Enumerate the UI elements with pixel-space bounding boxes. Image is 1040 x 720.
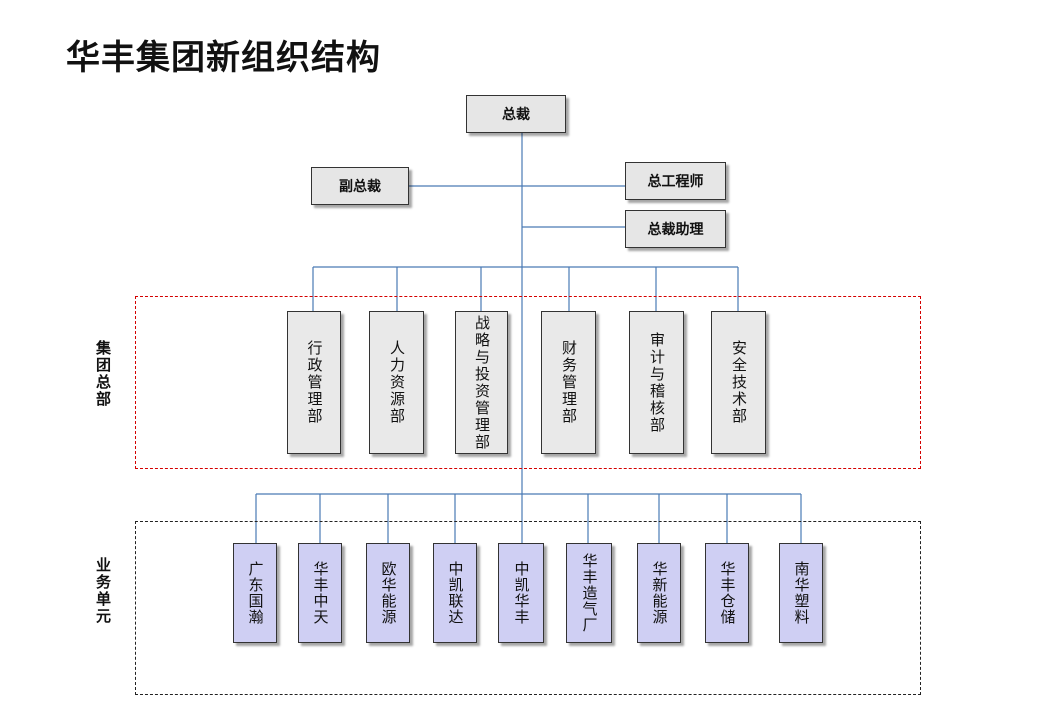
chief-engineer-box[interactable]: 总工程师 <box>625 162 726 200</box>
page-title: 华丰集团新组织结构 <box>66 38 381 78</box>
unit-huafeng-gas-plant-box[interactable]: 华丰造气厂 <box>566 543 612 643</box>
dept-hr-box[interactable]: 人力资源部 <box>369 311 424 454</box>
unit-huafeng-storage-box[interactable]: 华丰仓储 <box>705 543 749 643</box>
unit-zhongkai-lianda-box[interactable]: 中凯联达 <box>433 543 477 643</box>
dept-safety-box[interactable]: 安全技术部 <box>711 311 766 454</box>
dept-admin-box[interactable]: 行政管理部 <box>287 311 341 454</box>
business-units-label: 业务单元 <box>94 557 112 625</box>
unit-guangdong-guohan-box[interactable]: 广东国瀚 <box>233 543 277 643</box>
dept-strategy-box[interactable]: 战略与投资管理部 <box>455 311 508 454</box>
president-assistant-box[interactable]: 总裁助理 <box>625 210 726 248</box>
group-hq-region <box>135 296 921 469</box>
unit-huafeng-zhongtian-box[interactable]: 华丰中天 <box>298 543 342 643</box>
group-hq-label: 集团总部 <box>94 340 112 408</box>
unit-huaxin-energy-box[interactable]: 华新能源 <box>637 543 681 643</box>
president-box[interactable]: 总裁 <box>466 95 566 133</box>
unit-nanhua-plastics-box[interactable]: 南华塑料 <box>779 543 823 643</box>
business-units-region <box>135 521 921 695</box>
unit-zhongkai-huafeng-box[interactable]: 中凯华丰 <box>498 543 544 643</box>
unit-ouhua-energy-box[interactable]: 欧华能源 <box>366 543 410 643</box>
vice-president-box[interactable]: 副总裁 <box>311 167 409 205</box>
dept-audit-box[interactable]: 审计与稽核部 <box>629 311 684 454</box>
dept-finance-box[interactable]: 财务管理部 <box>541 311 596 454</box>
